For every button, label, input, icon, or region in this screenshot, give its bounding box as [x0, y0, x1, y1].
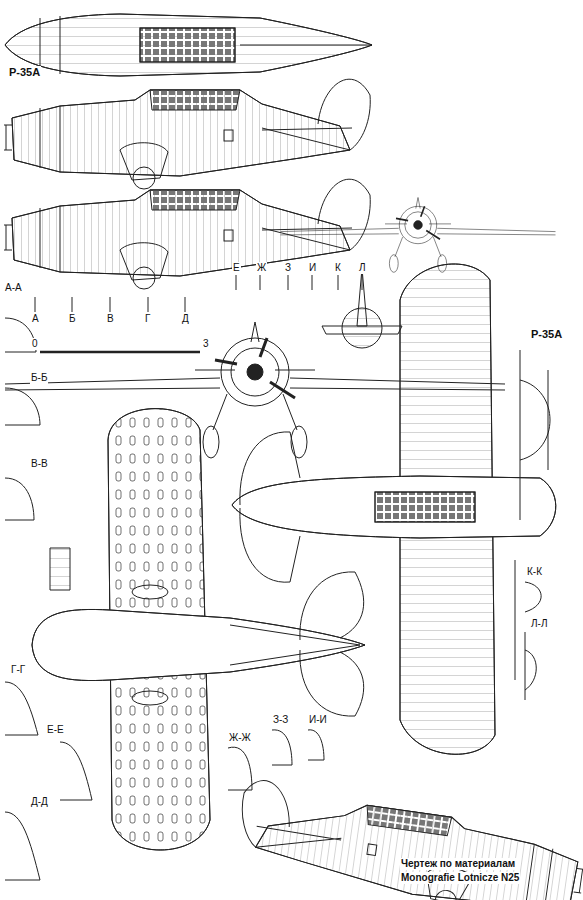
- section-label: 3: [202, 338, 210, 350]
- section-label: Б-Б: [30, 372, 48, 384]
- section-label: А-А: [4, 282, 23, 294]
- section-label: З: [284, 262, 292, 274]
- section-label: И-И: [308, 714, 328, 726]
- section-label: Л-Л: [530, 618, 548, 630]
- model-name: P-35A: [8, 66, 41, 78]
- source-note: Monografie Lotnicze N25: [400, 872, 520, 884]
- section-label: Д: [181, 313, 190, 325]
- section-label: Б: [68, 313, 77, 325]
- section-label: Г-Г: [10, 664, 26, 676]
- section-label: Ж: [256, 262, 267, 274]
- section-label: Л: [358, 262, 367, 274]
- model-name: P-35A: [530, 328, 563, 340]
- section-label: К-К: [526, 566, 543, 578]
- section-label: Ж-Ж: [228, 732, 252, 744]
- section-label: А: [31, 313, 40, 325]
- section-label: 0: [31, 338, 39, 350]
- section-label: Е: [232, 262, 241, 274]
- section-label: В-В: [30, 458, 49, 470]
- section-label: И: [308, 262, 317, 274]
- section-label: К: [334, 262, 342, 274]
- source-note: Чертеж по материалам: [400, 858, 516, 870]
- section-label: Д-Д: [30, 796, 49, 808]
- section-label: В: [106, 313, 115, 325]
- section-label: Е-Е: [46, 724, 65, 736]
- section-label: З-З: [272, 714, 289, 726]
- section-label: Г: [144, 313, 151, 325]
